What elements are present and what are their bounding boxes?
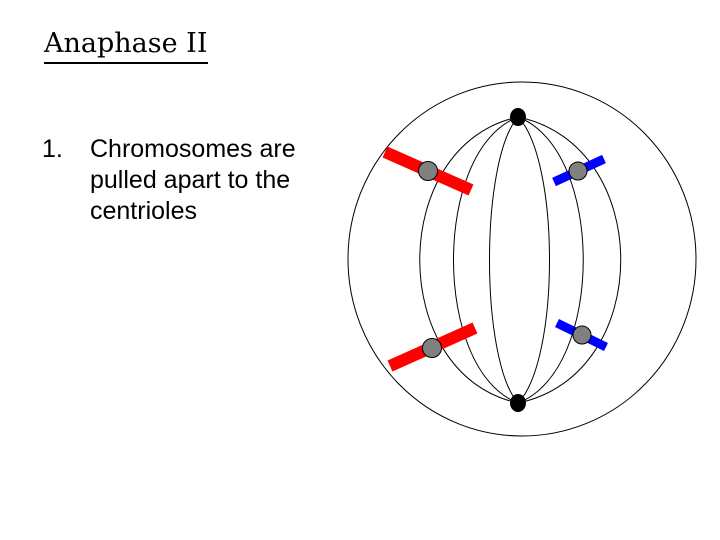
slide-title: Anaphase II <box>44 28 208 65</box>
centromere <box>568 161 588 181</box>
centriole-bottom <box>510 394 526 412</box>
chromosome-red-bottom <box>387 322 478 372</box>
chromosome-blue-top <box>552 154 606 187</box>
spindle-fiber <box>517 116 584 404</box>
bullet-item: 1. Chromosomes are pulled apart to the c… <box>42 134 312 227</box>
spindle-fiber <box>453 116 519 404</box>
spindle-fibers <box>419 116 622 404</box>
spindle-fiber <box>419 116 519 404</box>
centromere <box>572 325 592 345</box>
bullet-list: 1. Chromosomes are pulled apart to the c… <box>42 134 312 227</box>
chromosome-red-top <box>382 146 474 196</box>
bullet-text: Chromosomes are pulled apart to the cent… <box>90 135 296 225</box>
centromere <box>418 161 438 181</box>
chromosome-blue-bottom <box>555 318 608 352</box>
centriole-top <box>510 108 526 126</box>
bullet-number: 1. <box>42 135 63 163</box>
spindle-fiber <box>517 116 622 404</box>
spindle-fiber <box>489 116 519 404</box>
cell-membrane <box>347 81 697 437</box>
spindle-fiber <box>517 116 550 404</box>
centromere <box>422 338 442 358</box>
